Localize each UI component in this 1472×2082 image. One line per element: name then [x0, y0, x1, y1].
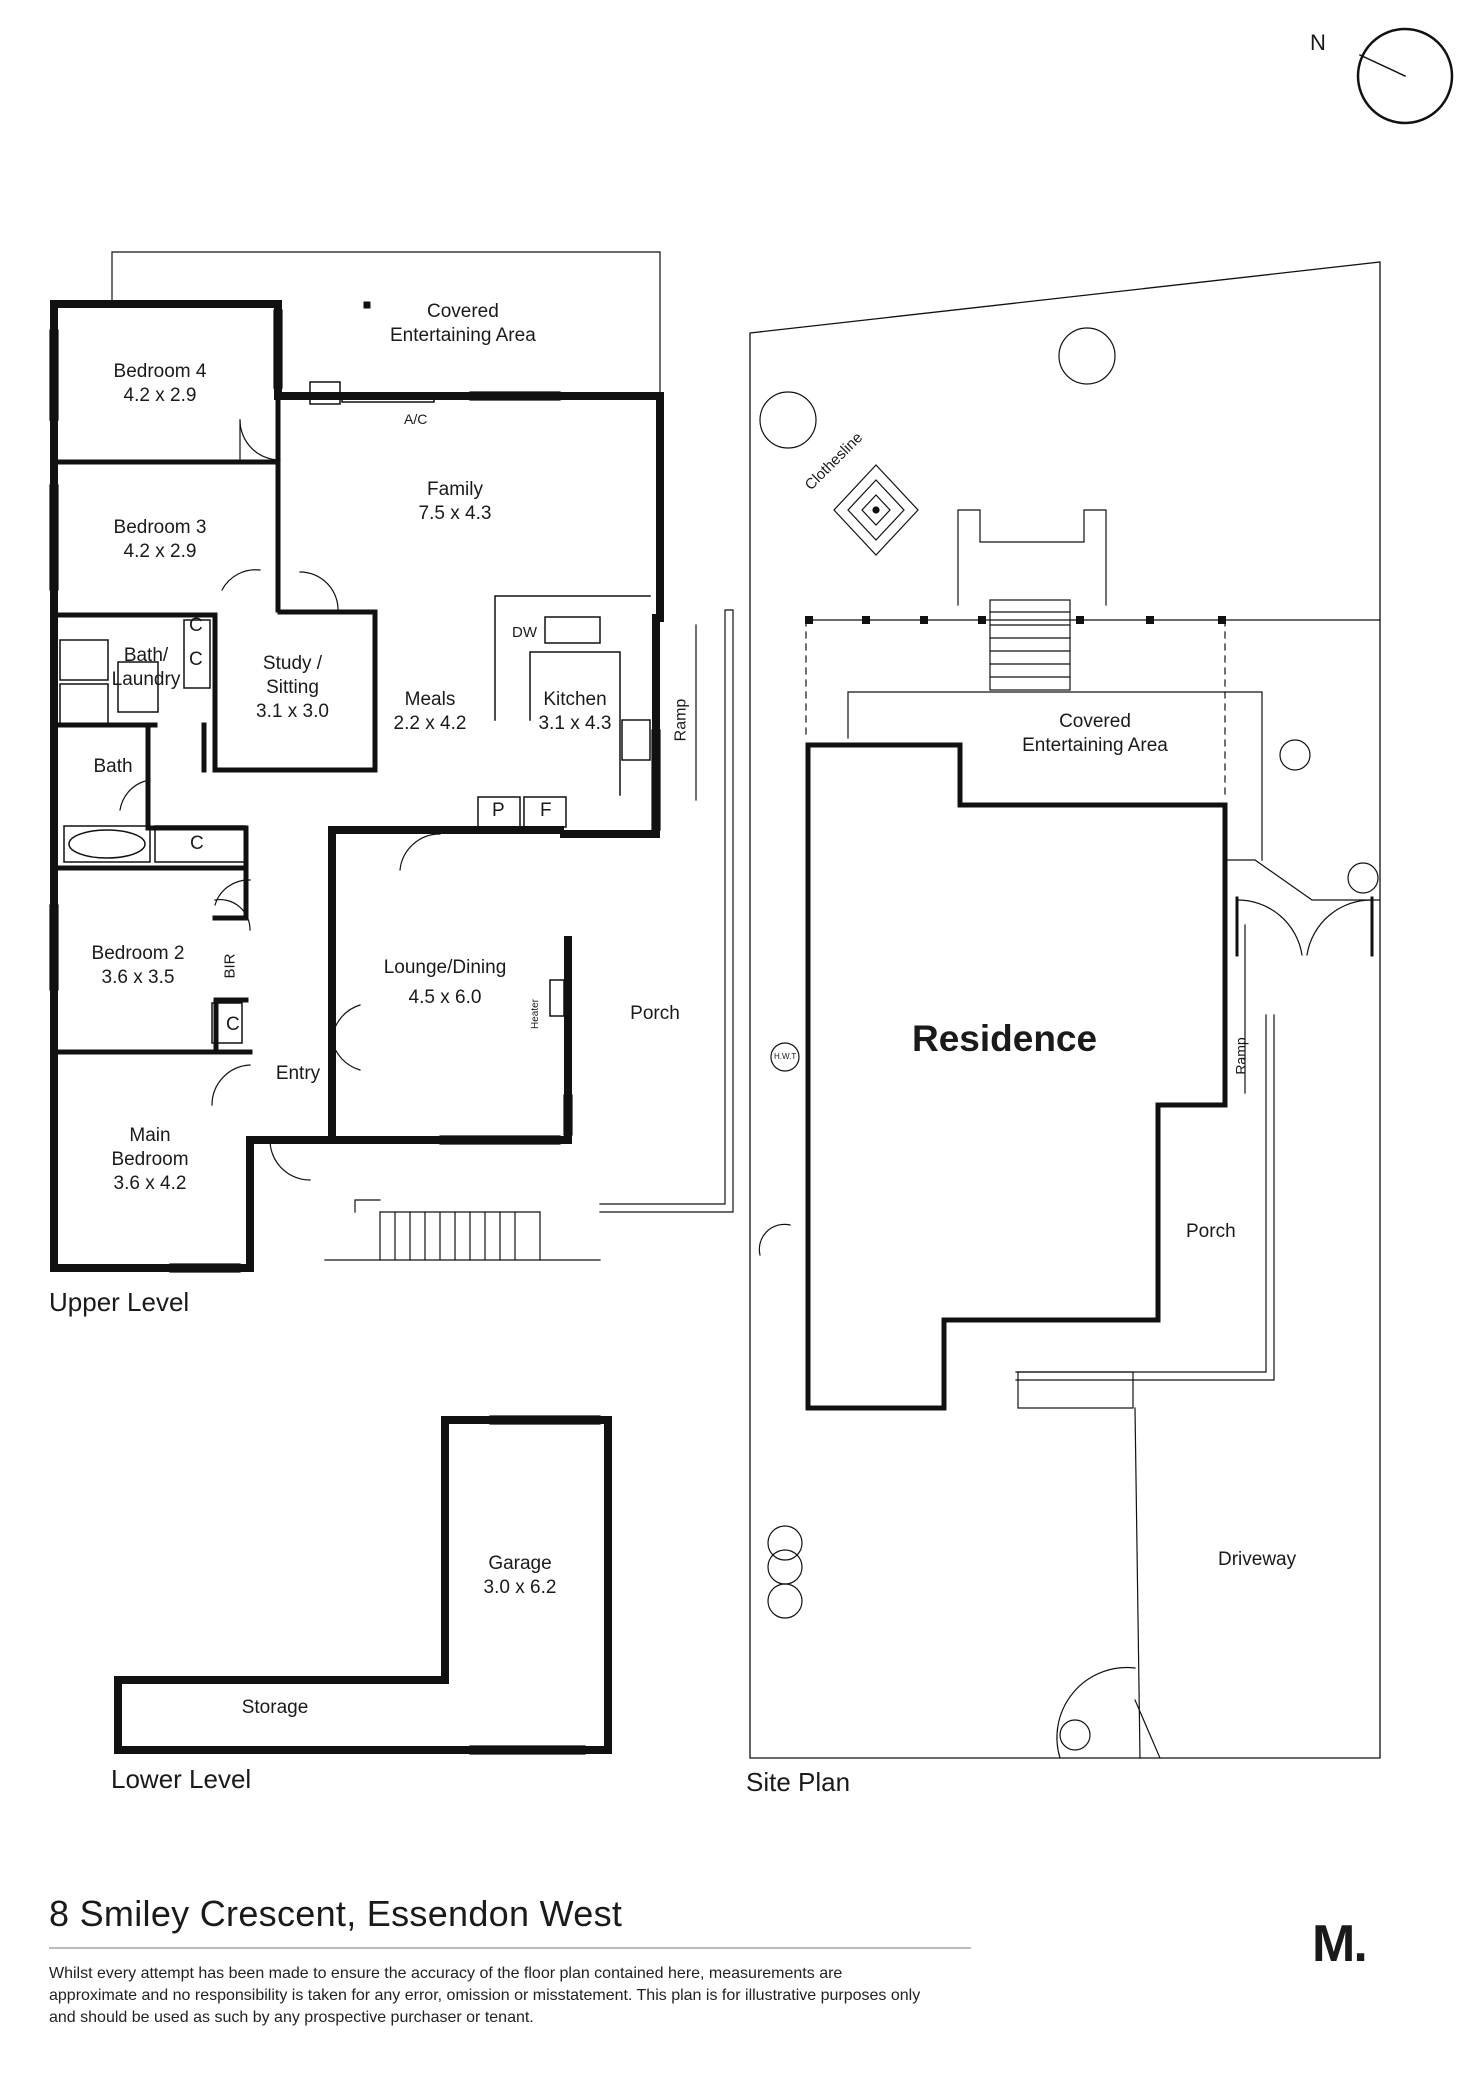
room-porch: Porch [630, 1003, 680, 1024]
agency-logo: M. [1312, 1915, 1368, 1973]
room-entry: Entry [275, 1063, 321, 1084]
ac-label: A/C [404, 411, 428, 427]
site-porch-label: Porch [1186, 1221, 1236, 1242]
cupboard-label-1: C [189, 615, 203, 636]
disclaimer-text: Whilst every attempt has been made to en… [49, 1965, 921, 2026]
fridge-label: F [540, 800, 552, 821]
heater-label: Heater [530, 998, 542, 1030]
site-plan [749, 261, 1381, 1759]
upper-level-plan [49, 251, 734, 1273]
cupboard-label-2: C [189, 649, 203, 670]
site-ramp-label: Ramp [1232, 1037, 1249, 1075]
room-covered-entertaining: Covered Entertaining Area [390, 301, 536, 346]
dishwasher-label: DW [512, 624, 537, 641]
compass-north-label: N [1310, 30, 1326, 55]
site-plan-title: Site Plan [746, 1767, 851, 1797]
room-bath-laundry: Bath/ Laundry [111, 645, 181, 690]
property-address: 8 Smiley Crescent, Essendon West [49, 1893, 623, 1934]
lower-level-title: Lower Level [111, 1764, 252, 1794]
bir-label: BIR [221, 953, 239, 979]
room-bath: Bath [93, 756, 133, 777]
residence-label: Residence [912, 1018, 1098, 1059]
lower-level-plan [114, 1415, 612, 1755]
site-covered-entertaining: Covered Entertaining Area [1022, 711, 1168, 756]
cupboard-label-3: C [190, 833, 204, 854]
north-compass-icon [1356, 27, 1454, 125]
cupboard-label-4: C [226, 1014, 240, 1035]
ramp-label: Ramp [672, 698, 690, 742]
hwt-label: H.W.T [774, 1052, 797, 1061]
driveway-label: Driveway [1218, 1549, 1297, 1570]
room-storage: Storage [241, 1697, 309, 1718]
footer-divider [49, 1947, 971, 1949]
upper-level-title: Upper Level [49, 1287, 190, 1317]
pantry-label: P [492, 800, 505, 821]
